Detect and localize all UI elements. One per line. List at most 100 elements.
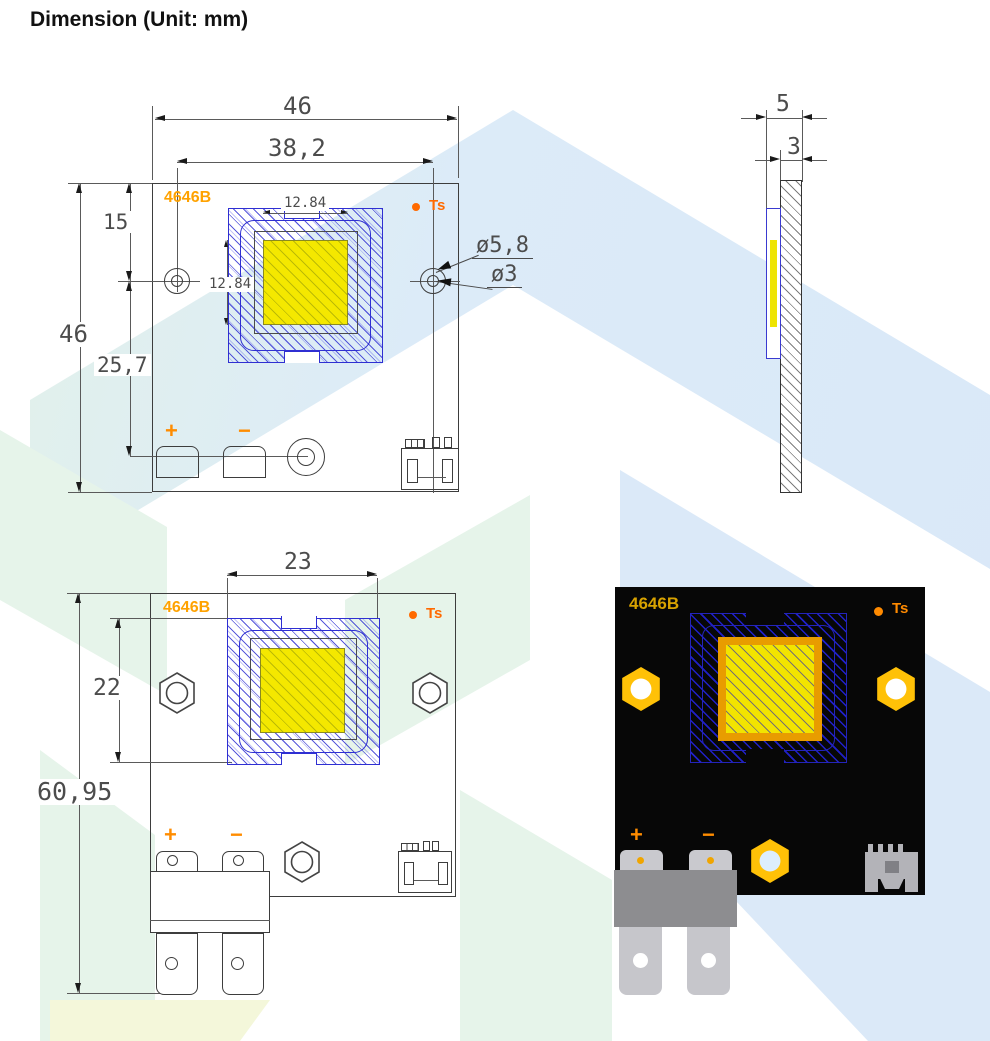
ext-line xyxy=(227,578,229,618)
rendered-package-notch-bottom xyxy=(746,749,784,763)
dim-hole-outer-label: ø5,8 xyxy=(472,234,533,260)
dim-height46-label: 46 xyxy=(56,321,91,348)
front-connector-pins xyxy=(405,439,425,448)
rendered-connector-slot xyxy=(885,861,899,873)
front-connector-bridge xyxy=(418,477,446,479)
bottom-ts-dot-icon xyxy=(409,611,417,619)
rendered-connector-pin xyxy=(898,844,903,853)
arrow-icon xyxy=(802,114,812,120)
dim-tail xyxy=(741,118,757,120)
bottom-nut-center xyxy=(284,841,320,883)
arrow-icon xyxy=(126,446,132,456)
bottom-connector-pin xyxy=(432,841,439,851)
ext-line xyxy=(802,110,804,182)
front-board-outline xyxy=(152,183,459,492)
rendered-ts-dot-icon xyxy=(874,607,883,616)
bottom-terminal-block xyxy=(150,871,270,933)
bottom-package-notch-bottom xyxy=(281,753,317,765)
bottom-board-outline xyxy=(150,593,456,897)
front-connector-body xyxy=(401,448,459,490)
bottom-package-notch-top xyxy=(281,616,317,629)
bottom-blade-hole xyxy=(165,957,178,970)
rendered-blade-hole xyxy=(633,953,648,968)
rendered-connector-pin xyxy=(878,844,883,853)
dim-thickness5-label: 5 xyxy=(776,91,790,117)
dim-tail xyxy=(755,160,771,162)
dim-15-label: 15 xyxy=(100,211,132,233)
front-hole-right xyxy=(420,268,446,294)
dim-width46-label: 46 xyxy=(283,92,312,120)
bottom-ts-label: Ts xyxy=(426,605,443,622)
bottom-connector-bridge xyxy=(414,880,438,882)
ext-line xyxy=(177,168,179,292)
dim-23-label: 23 xyxy=(284,549,312,575)
ext-line xyxy=(110,762,232,764)
rendered-tab-dot-icon xyxy=(707,857,714,864)
front-emitter xyxy=(263,240,348,325)
front-terminal-hole xyxy=(287,438,325,476)
centerline xyxy=(130,456,308,458)
ext-line xyxy=(68,183,152,185)
arrow-icon xyxy=(423,158,433,164)
front-connector-pin xyxy=(444,437,452,448)
arrow-icon xyxy=(224,240,228,247)
page-title: Dimension (Unit: mm) xyxy=(30,8,249,31)
ext-line xyxy=(458,106,460,178)
bottom-tab-hole xyxy=(233,855,244,866)
front-part-label: 4646B xyxy=(164,189,212,206)
arrow-icon xyxy=(126,281,132,291)
rendered-plus-label: + xyxy=(630,822,643,847)
ext-line xyxy=(67,993,160,995)
rendered-nut-center xyxy=(751,839,789,883)
front-pad-positive xyxy=(156,446,199,478)
arrow-icon xyxy=(155,115,165,121)
arrow-icon xyxy=(802,156,812,162)
dim-line-23 xyxy=(227,575,377,577)
rendered-connector-latch xyxy=(880,879,904,889)
rendered-tab-dot-icon xyxy=(637,857,644,864)
dim-emitter-h-label: 12.84 xyxy=(206,277,255,292)
front-plus-label: + xyxy=(165,418,178,443)
arrow-icon xyxy=(126,183,132,193)
arrow-icon xyxy=(756,114,766,120)
rendered-terminal-block xyxy=(614,870,737,927)
ext-line xyxy=(152,106,154,180)
arrow-icon xyxy=(76,482,82,492)
dim-line-width46 xyxy=(155,119,457,121)
arrow-icon xyxy=(177,158,187,164)
front-package-notch-bottom xyxy=(284,351,320,363)
ext-line xyxy=(67,593,150,595)
bottom-led-contour xyxy=(239,630,368,753)
bottom-block-line xyxy=(150,920,270,922)
ext-line xyxy=(68,492,152,494)
dim-22-label: 22 xyxy=(90,676,124,700)
rendered-emitter xyxy=(726,645,814,733)
side-board-section xyxy=(780,180,802,493)
ext-line xyxy=(110,618,330,620)
dim-6095-label: 60,95 xyxy=(34,778,116,806)
rendered-blade-hole xyxy=(701,953,716,968)
bottom-emitter xyxy=(260,648,345,733)
front-connector-pin xyxy=(432,437,440,448)
arrow-icon xyxy=(115,752,121,762)
arrow-icon xyxy=(227,571,237,577)
dim-line-5 xyxy=(766,118,802,120)
arrow-icon xyxy=(76,183,82,193)
arrow-icon xyxy=(115,618,121,628)
dim-thickness3-label: 3 xyxy=(787,134,801,160)
arrow-icon xyxy=(447,115,457,121)
bottom-tab-hole xyxy=(167,855,178,866)
bottom-connector-body xyxy=(398,851,452,893)
arrow-icon xyxy=(341,210,348,214)
bottom-part-label: 4646B xyxy=(163,599,211,616)
dim-tail xyxy=(811,118,827,120)
dim-holespan-label: 38,2 xyxy=(268,134,326,162)
front-ts-label: Ts xyxy=(429,197,446,214)
bottom-connector-contact xyxy=(404,862,414,885)
bottom-emitter-frame xyxy=(250,638,357,740)
ext-line xyxy=(433,168,435,493)
rendered-connector-foot xyxy=(865,879,878,892)
centerline xyxy=(118,281,200,283)
